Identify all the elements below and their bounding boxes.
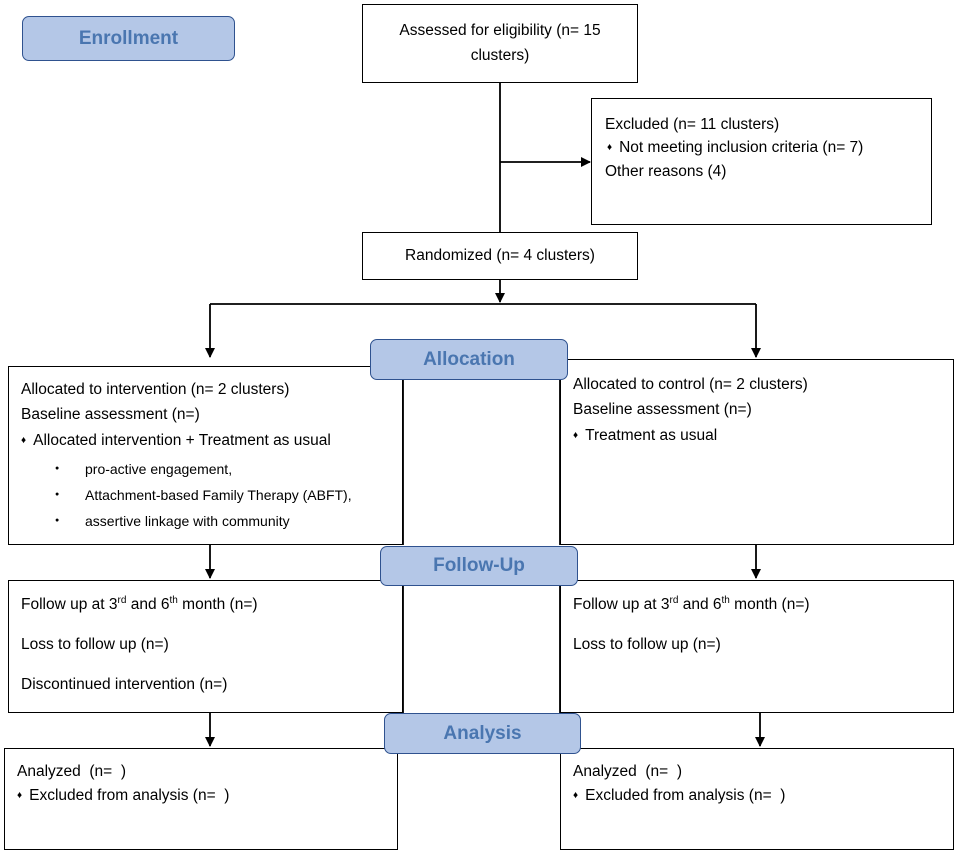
- assessed-box: Assessed for eligibility (n= 15 clusters…: [362, 4, 638, 83]
- intervention-discontinued: Discontinued intervention (n=): [21, 676, 228, 694]
- intervention-followup: Follow up at 3rd and 6th month (n=): [21, 595, 258, 614]
- stage-allocation-label: Allocation: [423, 348, 515, 370]
- intervention-analysis-box: Analyzed (n= ) Excluded from analysis (n…: [4, 748, 398, 850]
- randomized-box: Randomized (n= 4 clusters): [362, 232, 638, 280]
- assessed-text: Assessed for eligibility (n= 15 clusters…: [399, 22, 601, 64]
- control-analysis-box: Analyzed (n= ) Excluded from analysis (n…: [560, 748, 954, 850]
- excluded-reason-1: Not meeting inclusion criteria (n= 7): [605, 136, 918, 159]
- stage-followup-label: Follow-Up: [433, 555, 525, 576]
- diamond-bullet-icon: [573, 787, 585, 804]
- intervention-allocated: Allocated to intervention (n= 2 clusters…: [21, 381, 290, 398]
- control-excluded-analysis: Excluded from analysis (n= ): [573, 784, 941, 808]
- intervention-component: Attachment-based Family Therapy (ABFT),: [55, 482, 390, 508]
- intervention-loss: Loss to follow up (n=): [21, 635, 169, 653]
- control-allocation-box: Allocated to control (n= 2 clusters) Bas…: [560, 359, 954, 545]
- intervention-component: pro-active engagement,: [55, 456, 390, 482]
- diamond-bullet-icon: [21, 432, 33, 449]
- intervention-baseline: Baseline assessment (n=): [21, 405, 200, 423]
- stage-enrollment-label: Enrollment: [78, 27, 179, 49]
- intervention-analyzed: Analyzed (n= ): [17, 763, 126, 780]
- control-followup-box: Follow up at 3rd and 6th month (n=) Loss…: [560, 580, 954, 713]
- excluded-box: Excluded (n= 11 clusters) Not meeting in…: [591, 98, 932, 225]
- intervention-arm: Allocated intervention + Treatment as us…: [21, 428, 390, 454]
- control-arm: Treatment as usual: [573, 423, 941, 449]
- stage-analysis-label: Analysis: [443, 722, 522, 744]
- control-baseline: Baseline assessment (n=): [573, 400, 752, 418]
- excluded-reason-2: Other reasons (4): [605, 162, 727, 180]
- stage-enrollment: Enrollment: [22, 16, 235, 61]
- control-followup: Follow up at 3rd and 6th month (n=): [573, 595, 810, 614]
- excluded-title: Excluded (n= 11 clusters): [605, 116, 780, 133]
- stage-analysis: Analysis: [384, 713, 581, 754]
- intervention-excluded-analysis: Excluded from analysis (n= ): [17, 784, 385, 808]
- diamond-bullet-icon: [17, 787, 29, 804]
- randomized-text: Randomized (n= 4 clusters): [405, 247, 595, 265]
- intervention-followup-box: Follow up at 3rd and 6th month (n=) Loss…: [8, 580, 403, 713]
- control-loss: Loss to follow up (n=): [573, 635, 721, 653]
- stage-allocation: Allocation: [370, 339, 568, 380]
- diamond-bullet-icon: [573, 427, 585, 444]
- diamond-bullet-icon: [607, 139, 619, 156]
- intervention-component: assertive linkage with community: [55, 508, 390, 534]
- control-analyzed: Analyzed (n= ): [573, 763, 682, 780]
- stage-followup: Follow-Up: [380, 546, 578, 586]
- intervention-allocation-box: Allocated to intervention (n= 2 clusters…: [8, 366, 403, 545]
- control-allocated: Allocated to control (n= 2 clusters): [573, 376, 808, 393]
